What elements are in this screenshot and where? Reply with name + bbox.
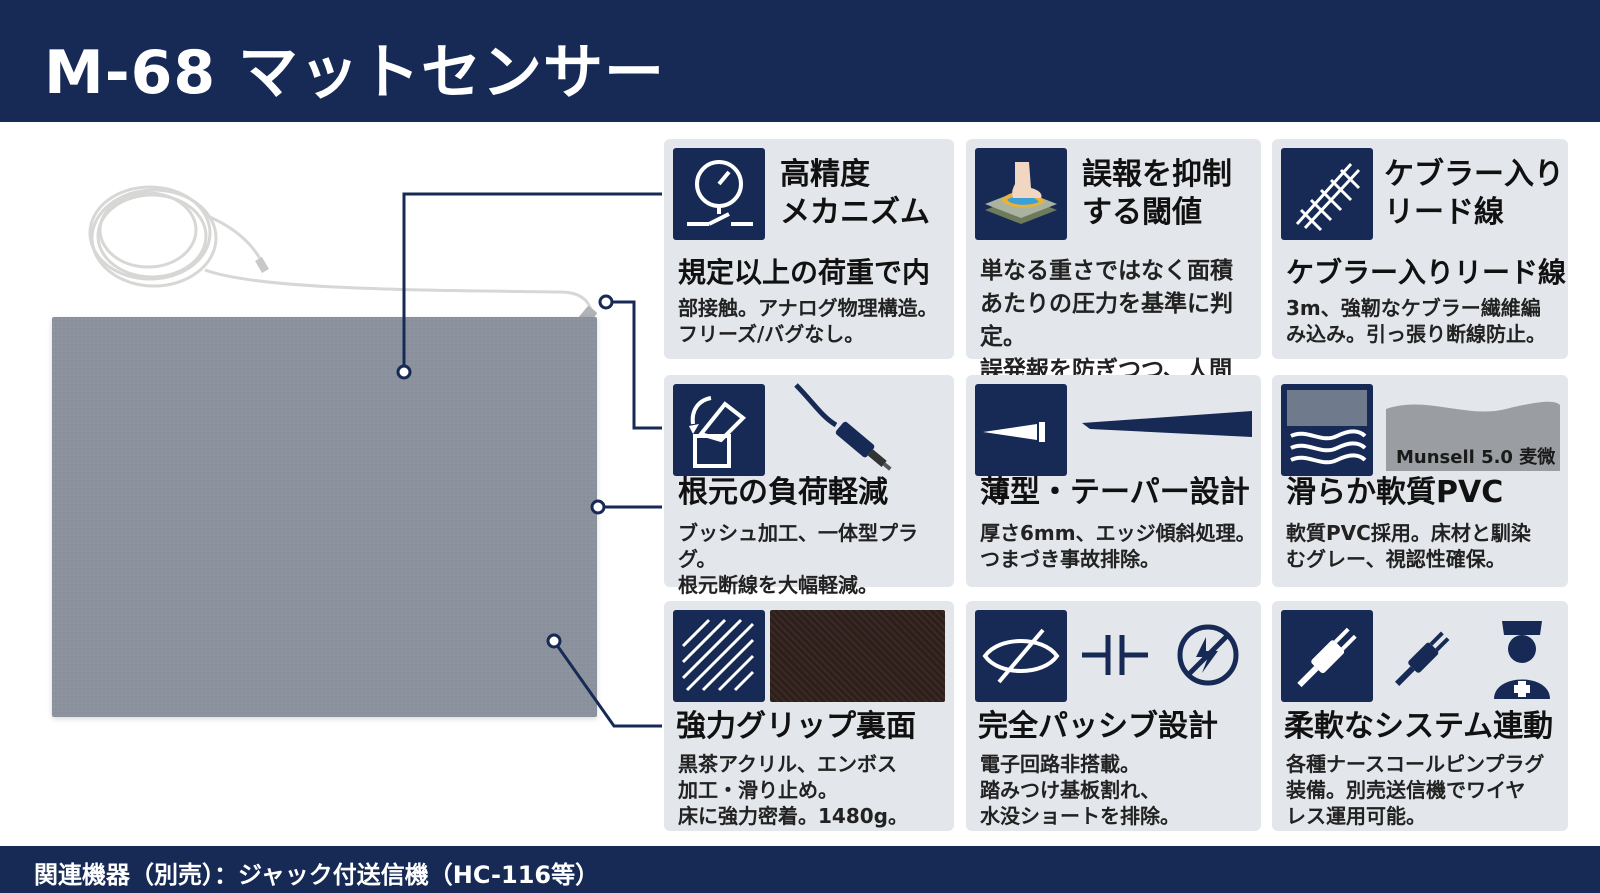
pressure-gauge-switch-icon: [673, 148, 765, 240]
feature-card-system: 柔軟なシステム連動 各種ナースコールピンプラグ 装備。別売送信機でワイヤ レス運…: [1272, 601, 1568, 831]
tapered-edge-icon: [975, 384, 1067, 476]
feature-title: 薄型・テーパー設計: [980, 475, 1250, 510]
smooth-pvc-wave-icon: [1281, 384, 1373, 476]
footer-bar: 関連機器（別売）：ジャック付送信機（HC-116等）: [0, 846, 1600, 893]
feature-desc: 厚さ6mm、エッジ傾斜処理。 つまづき事故排除。: [980, 521, 1256, 571]
feature-title-line1: 高精度: [780, 157, 870, 192]
kevlar-braid-icon: [1281, 148, 1373, 240]
capacitor-and-no-spark-icon: [1082, 624, 1239, 686]
mat-sensor-image: [52, 317, 597, 717]
feature-desc: 電子回路非搭載。 踏みつけ基板割れ、 水没ショートを排除。: [980, 752, 1180, 828]
page-title: M-68 マットセンサー: [44, 38, 665, 108]
feature-card-threshold: 誤報を抑制 する閾値 単なる重さではなく面積 あたりの圧力を基準に判定。 誤発報…: [966, 139, 1261, 383]
feature-title-line1: 誤報を抑制: [1082, 157, 1232, 192]
feature-title-line2: メカニズム: [780, 195, 930, 230]
gray-pvc-swatch-icon: [1386, 401, 1560, 471]
grip-texture-icon: [673, 610, 765, 702]
feature-title-line1: ケブラー入り: [1384, 157, 1564, 192]
feature-card-thin-taper: 薄型・テーパー設計 厚さ6mm、エッジ傾斜処理。 つまづき事故排除。: [966, 375, 1261, 587]
feature-subtitle: 規定以上の荷重で内: [678, 256, 931, 289]
feature-title: 完全パッシブ設計: [978, 709, 1218, 744]
feature-card-precision: 高精度 メカニズム 規定以上の荷重で内 部接触。アナログ物理構造。 フリーズ/バ…: [664, 139, 954, 359]
feature-desc: 3m、強靭なケブラー繊維編 み込み。引っ張り断線防止。: [1286, 296, 1546, 346]
feature-card-passive: 完全パッシブ設計 電子回路非搭載。 踏みつけ基板割れ、 水没ショートを排除。: [966, 601, 1261, 831]
feature-card-strain-relief: 根元の負荷軽減 ブッシュ加工、一体型プラグ。 根元断線を大幅軽減。: [664, 375, 954, 597]
feature-card-grip: 強力グリップ裏面 黒茶アクリル、エンボス 加工・滑り止め。 床に強力密着。148…: [664, 601, 954, 831]
feature-desc: ブッシュ加工、一体型プラグ。 根元断線を大幅軽減。: [678, 521, 918, 597]
no-electronics-icon: [975, 610, 1067, 702]
feature-subtitle: ケブラー入りリード線: [1286, 256, 1567, 289]
related-devices-note: 関連機器（別売）：ジャック付送信機（HC-116等）: [34, 861, 600, 889]
feature-title: 根元の負荷軽減: [678, 475, 888, 510]
feature-title-line2: する閾値: [1082, 195, 1202, 230]
feature-desc: 単なる重さではなく面積 あたりの圧力を基準に判定。 誤発報を防ぎつつ、人間: [980, 258, 1233, 383]
plug-and-nurse-icon: [1395, 621, 1550, 699]
bushing-bend-icon: [673, 384, 765, 476]
plug-cable-icon: [794, 383, 892, 471]
feature-desc: 各種ナースコールピンプラグ 装備。別売送信機でワイヤ レス運用可能。: [1286, 752, 1545, 828]
feature-desc: 黒茶アクリル、エンボス 加工・滑り止め。 床に強力密着。1480g。: [678, 752, 908, 828]
feature-card-kevlar: ケブラー入り リード線 ケブラー入りリード線 3m、強靭なケブラー繊維編 み込み…: [1272, 139, 1568, 359]
feature-desc: 部接触。アナログ物理構造。 フリーズ/バグなし。: [678, 296, 938, 346]
taper-profile-icon: [1082, 411, 1252, 437]
feature-title: 柔軟なシステム連動: [1284, 709, 1554, 744]
feature-title: 滑らか軟質PVC: [1286, 475, 1504, 510]
munsell-color-label: Munsell 5.0 麦微: [1396, 447, 1556, 468]
plug-connector-icon: [1281, 610, 1373, 702]
feature-desc: 軟質PVC採用。床材と馴染 むグレー、視認性確保。: [1286, 521, 1531, 571]
foot-pressure-layers-icon: [975, 148, 1067, 240]
dark-brown-backing-swatch: [770, 610, 945, 702]
header-bar: M-68 マットセンサー: [0, 0, 1600, 122]
feature-card-soft-pvc: Munsell 5.0 麦微 滑らか軟質PVC 軟質PVC採用。床材と馴染 むグ…: [1272, 375, 1568, 587]
feature-title: 強力グリップ裏面: [676, 709, 916, 744]
feature-title-line2: リード線: [1384, 195, 1504, 230]
